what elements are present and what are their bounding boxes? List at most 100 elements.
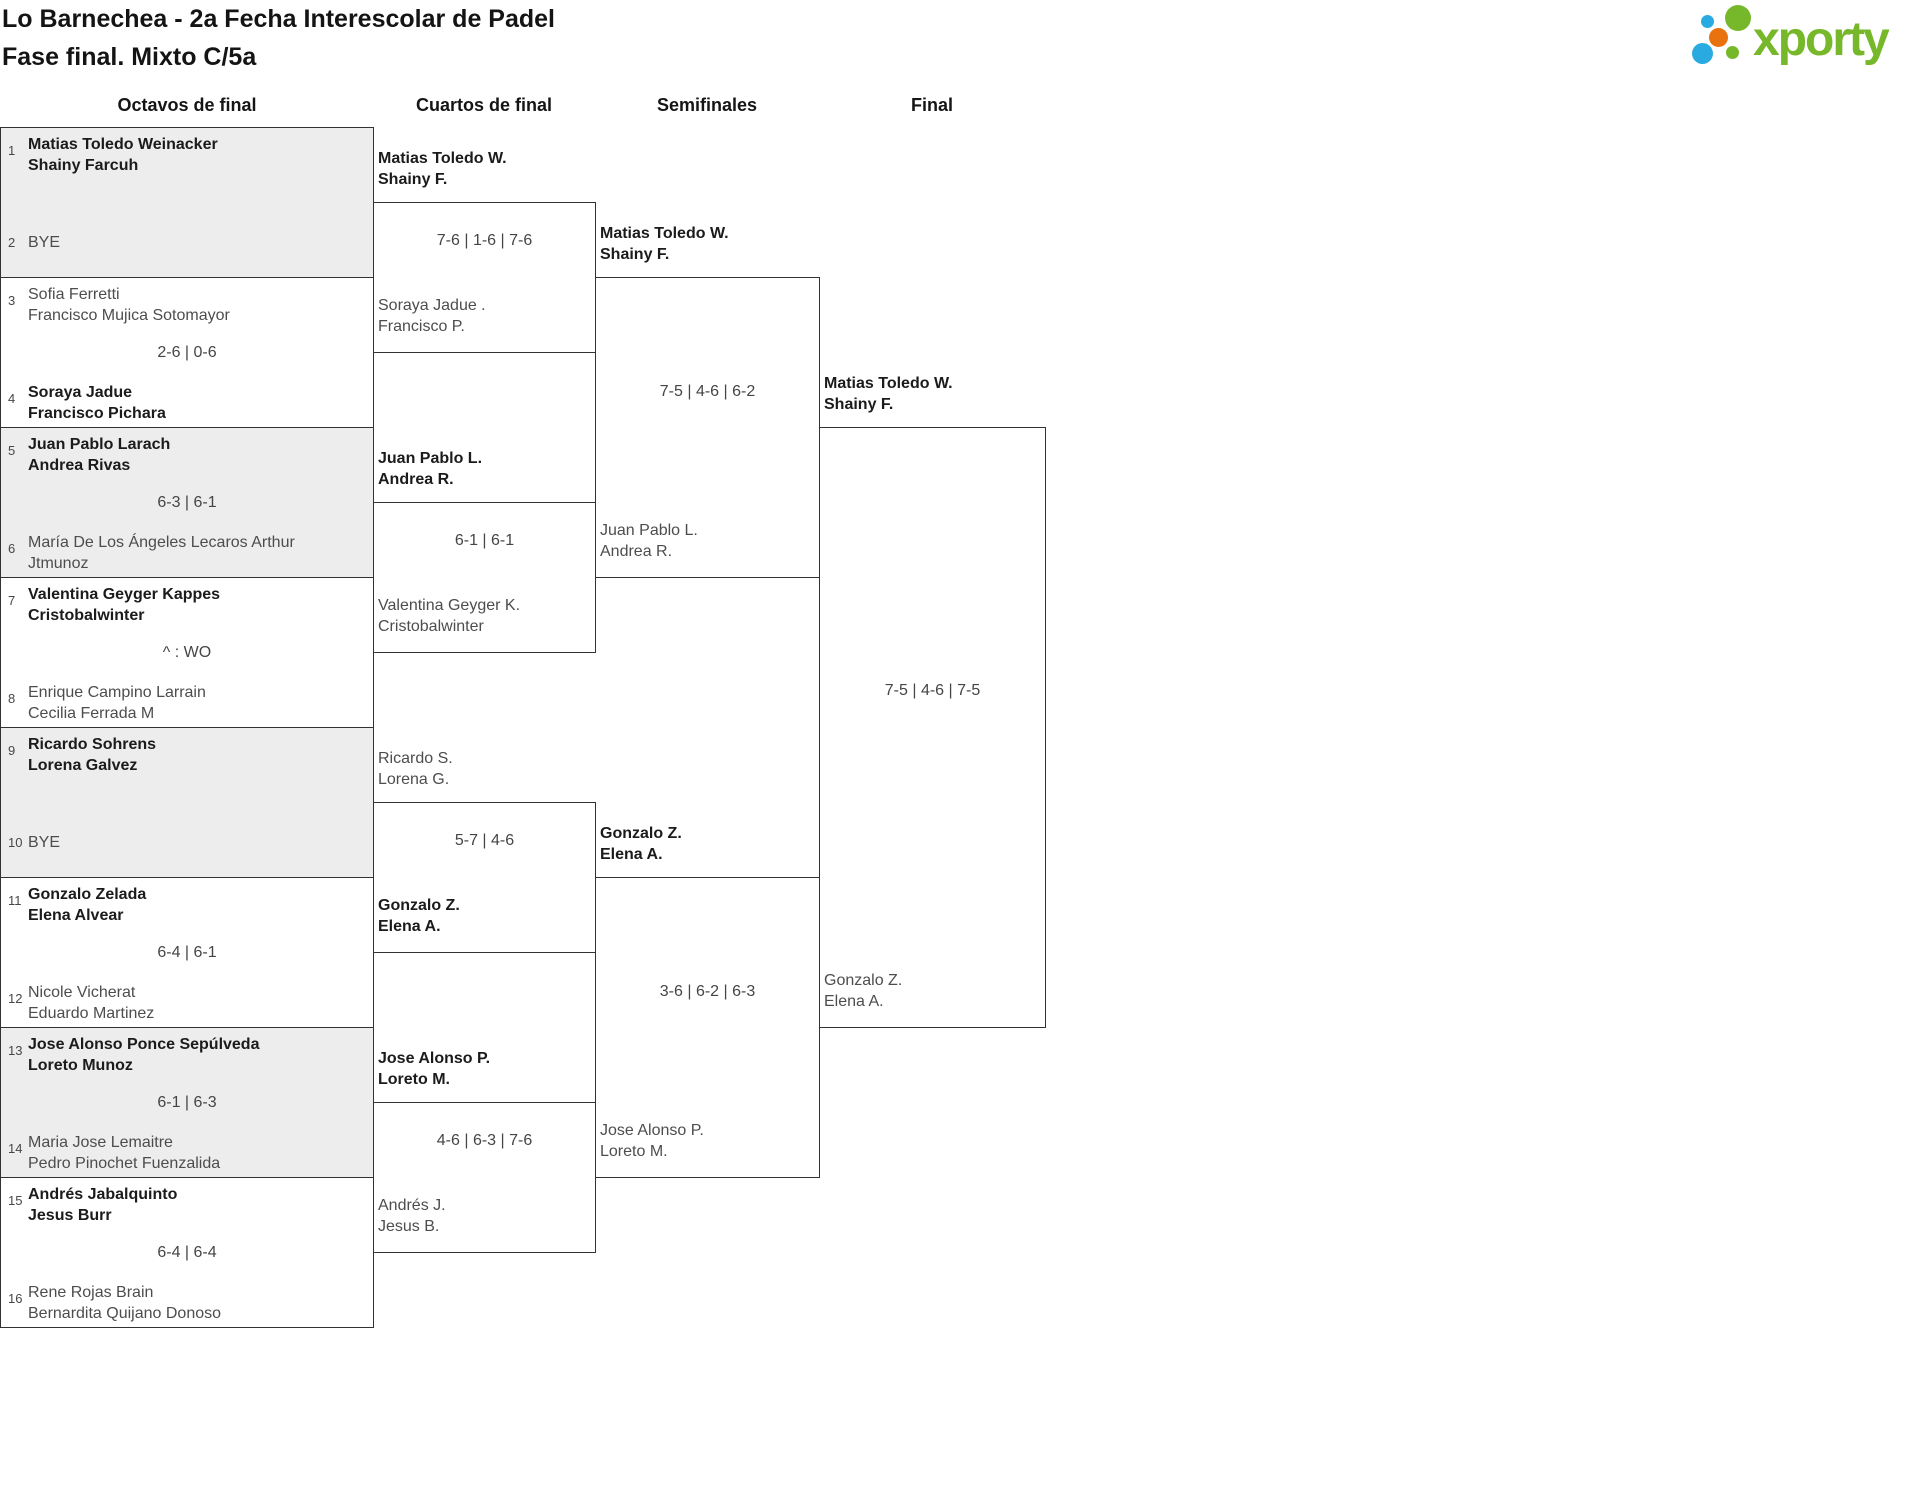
team-name-line: Cecilia Ferrada M: [28, 705, 155, 722]
logo-wordmark: xporty: [1753, 13, 1890, 66]
match-score: 6-4 | 6-1: [157, 944, 217, 961]
match-score: 5-7 | 4-6: [454, 832, 515, 849]
seed-number: 1: [8, 143, 16, 158]
team-name-line: Francisco Pichara: [28, 405, 166, 422]
team-label: Valentina Geyger Kappes Cristobalwinter: [28, 584, 220, 626]
team-label: Andrés Jabalquinto Jesus Burr: [28, 1184, 177, 1226]
team-label: Juan Pablo L. Andrea R.: [378, 448, 482, 490]
seed-number: 8: [8, 691, 16, 706]
team-name-line: Andrés Jabalquinto: [28, 1186, 178, 1203]
team-label: Juan Pablo Larach Andrea Rivas: [28, 434, 170, 476]
team-name-line: Valentina Geyger Kappes: [28, 586, 221, 603]
team-name-line: Shainy F.: [378, 171, 448, 188]
team-label: Matias Toledo Weinacker Shainy Farcuh: [28, 134, 218, 176]
cuartos-match-3: Ricardo S. Lorena G. 5-7 | 4-6 Gonzalo Z…: [373, 750, 596, 953]
team-name-line: Cristobalwinter: [28, 607, 145, 624]
team-name-line: Andrea R.: [600, 543, 673, 560]
team-label: Gonzalo Zelada Elena Alvear: [28, 884, 146, 926]
team-name-line: Sofia Ferretti: [28, 286, 120, 303]
octavos-match-2: 3 Sofia Ferretti Francisco Mujica Sotoma…: [0, 277, 374, 428]
match-score: 6-1 | 6-3: [157, 1094, 217, 1111]
team-label: Ricardo Sohrens Lorena Galvez: [28, 734, 156, 776]
match-score: 7-5 | 4-6 | 6-2: [659, 383, 756, 400]
team-name-line: Rene Rojas Brain: [28, 1284, 154, 1301]
octavos-match-8: 15 Andrés Jabalquinto Jesus Burr 6-4 | 6…: [0, 1177, 374, 1328]
team-name-line: Jose Alonso P.: [378, 1050, 491, 1067]
team-label: Gonzalo Z. Elena A.: [378, 895, 460, 937]
team-name-line: Shainy Farcuh: [28, 157, 139, 174]
team-label: Ricardo S. Lorena G.: [378, 748, 453, 790]
seed-number: 13: [8, 1043, 23, 1058]
match-score: 6-1 | 6-1: [454, 532, 515, 549]
team-name-line: Matias Toledo W.: [824, 375, 953, 392]
team-label: Jose Alonso Ponce Sepúlveda Loreto Munoz: [28, 1034, 259, 1076]
team-name-line: Elena A.: [600, 846, 663, 863]
team-name-line: Elena A.: [824, 993, 884, 1010]
logo-dot-blue-small-icon: [1701, 15, 1714, 28]
team-name-line: Francisco P.: [378, 318, 465, 335]
team-name-line: Soraya Jadue: [28, 384, 133, 401]
match-score: 7-6 | 1-6 | 7-6: [436, 232, 533, 249]
seed-number: 2: [8, 235, 16, 250]
seed-number: 12: [8, 991, 23, 1006]
round-header-semifinales: Semifinales: [656, 95, 758, 115]
team-name-line: BYE: [28, 834, 61, 851]
seed-number: 15: [8, 1193, 23, 1208]
team-name-line: Jose Alonso P.: [600, 1122, 704, 1139]
logo-dot-green-small-icon: [1726, 46, 1739, 59]
logo-dot-green-big-icon: [1725, 5, 1751, 31]
team-name-line: Lorena Galvez: [28, 757, 138, 774]
team-label: Matias Toledo W. Shainy F.: [378, 148, 507, 190]
team-name-line: Gonzalo Z.: [824, 972, 903, 989]
seed-number: 7: [8, 593, 16, 608]
octavos-match-4: 7 Valentina Geyger Kappes Cristobalwinte…: [0, 577, 374, 728]
xporty-logo: xporty: [1685, 0, 1915, 80]
team-name-line: Maria Jose Lemaitre: [28, 1134, 173, 1151]
seed-number: 4: [8, 391, 16, 406]
team-label: Valentina Geyger K. Cristobalwinter: [378, 595, 520, 637]
cuartos-match-1: Matias Toledo W. Shainy F. 7-6 | 1-6 | 7…: [373, 150, 596, 353]
team-name-line: Eduardo Martinez: [28, 1005, 155, 1022]
team-name-line: Loreto M.: [600, 1143, 668, 1160]
round-header-cuartos: Cuartos de final: [415, 95, 553, 115]
seed-number: 11: [8, 893, 22, 908]
seed-number: 14: [8, 1141, 23, 1156]
team-name-line: Elena A.: [378, 918, 441, 935]
team-name-line: Loreto Munoz: [28, 1057, 133, 1074]
logo-dot-orange-icon: [1709, 28, 1728, 47]
bracket-subtitle: Fase final. Mixto C/5a: [2, 43, 257, 71]
team-label: Matias Toledo W. Shainy F.: [600, 223, 729, 265]
octavos-match-5: 9 Ricardo Sohrens Lorena Galvez 10 BYE: [0, 727, 374, 878]
seed-number: 9: [8, 743, 16, 758]
semifinal-match-1: Matias Toledo W. Shainy F. 7-5 | 4-6 | 6…: [595, 225, 820, 578]
team-name-line: BYE: [28, 234, 61, 251]
team-name-line: Soraya Jadue .: [378, 297, 486, 314]
match-score: 7-5 | 4-6 | 7-5: [884, 682, 981, 699]
team-name-line: Matias Toledo Weinacker: [28, 136, 218, 153]
tournament-title: Lo Barnechea - 2a Fecha Interescolar de …: [2, 5, 556, 33]
team-label: Maria Jose Lemaitre Pedro Pinochet Fuenz…: [28, 1132, 220, 1174]
seed-number: 10: [8, 835, 23, 850]
team-label: Gonzalo Z. Elena A.: [600, 823, 682, 865]
team-name-line: Gonzalo Z.: [378, 897, 460, 914]
team-name-line: Cristobalwinter: [378, 618, 484, 635]
match-score: 4-6 | 6-3 | 7-6: [436, 1132, 533, 1149]
team-name-line: Andrea R.: [378, 471, 454, 488]
team-name-line: Gonzalo Z.: [600, 825, 682, 842]
team-label: Juan Pablo L. Andrea R.: [600, 520, 698, 562]
team-name-line: Jesus B.: [378, 1218, 440, 1235]
seed-number: 16: [8, 1291, 23, 1306]
team-name-line: Jose Alonso Ponce Sepúlveda: [28, 1036, 260, 1053]
match-score: 3-6 | 6-2 | 6-3: [659, 983, 756, 1000]
team-name-line: Juan Pablo Larach: [28, 436, 171, 453]
team-name-line: Pedro Pinochet Fuenzalida: [28, 1155, 221, 1172]
team-label: Jose Alonso P. Loreto M.: [378, 1048, 490, 1090]
team-label: Matias Toledo W. Shainy F.: [824, 373, 953, 415]
team-label: Gonzalo Z. Elena A.: [824, 970, 902, 1012]
team-label: BYE: [28, 232, 60, 253]
team-name-line: Elena Alvear: [28, 907, 124, 924]
team-name-line: Bernardita Quijano Donoso: [28, 1305, 222, 1322]
team-name-line: Andrea Rivas: [28, 457, 131, 474]
logo-dot-blue-big-icon: [1692, 43, 1713, 64]
match-score: 6-4 | 6-4: [157, 1244, 217, 1261]
